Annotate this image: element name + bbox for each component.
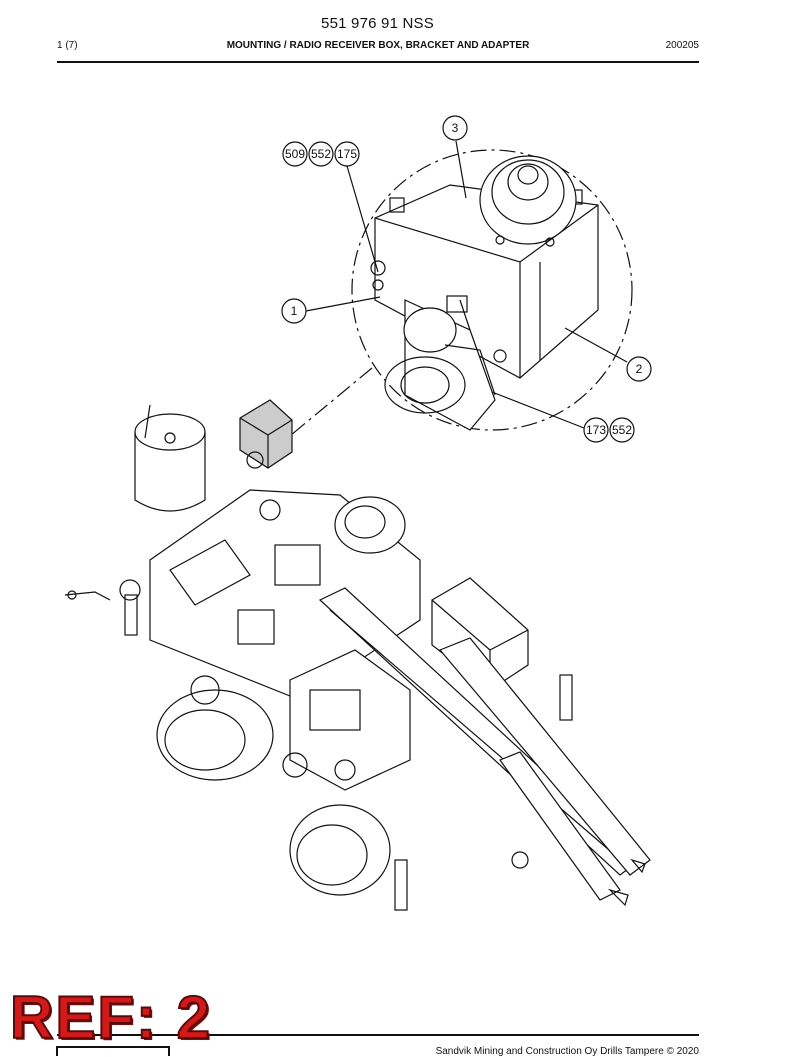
company-logo bbox=[56, 1046, 170, 1056]
callout-circle-552b bbox=[609, 417, 635, 443]
callout-circle-173 bbox=[583, 417, 609, 443]
callout-circle-2 bbox=[626, 356, 652, 382]
detail-circle bbox=[351, 149, 633, 431]
copyright-text: Sandvik Mining and Construction Oy Drill… bbox=[435, 1046, 699, 1057]
date-code: 200205 bbox=[665, 40, 699, 51]
callout-circle-3 bbox=[442, 115, 468, 141]
page-number: 1 (7) bbox=[57, 40, 78, 51]
detail-leader bbox=[284, 367, 373, 441]
callout-552-b: 552 bbox=[612, 423, 632, 437]
callout-173: 173 bbox=[586, 423, 606, 437]
callout-circle-175 bbox=[334, 141, 360, 167]
callout-1: 1 bbox=[291, 304, 298, 318]
callout-circle-509 bbox=[282, 141, 308, 167]
callout-175: 175 bbox=[337, 147, 357, 161]
callout-509: 509 bbox=[285, 147, 305, 161]
document-number: 551 976 91 NSS bbox=[321, 15, 434, 32]
header-divider bbox=[57, 61, 699, 63]
callout-circle-552a bbox=[308, 141, 334, 167]
callout-3: 3 bbox=[452, 121, 459, 135]
callout-circle-1 bbox=[281, 298, 307, 324]
page-title: MOUNTING / RADIO RECEIVER BOX, BRACKET A… bbox=[226, 40, 530, 51]
ref-stamp: REF: 2 bbox=[9, 983, 213, 1052]
callout-552-a: 552 bbox=[311, 147, 331, 161]
header-row: 1 (7) MOUNTING / RADIO RECEIVER BOX, BRA… bbox=[57, 40, 699, 54]
callout-2: 2 bbox=[636, 362, 643, 376]
footer-divider bbox=[57, 1034, 699, 1036]
drill-rig-illustration bbox=[64, 399, 651, 911]
receiver-box-detail bbox=[370, 155, 599, 431]
